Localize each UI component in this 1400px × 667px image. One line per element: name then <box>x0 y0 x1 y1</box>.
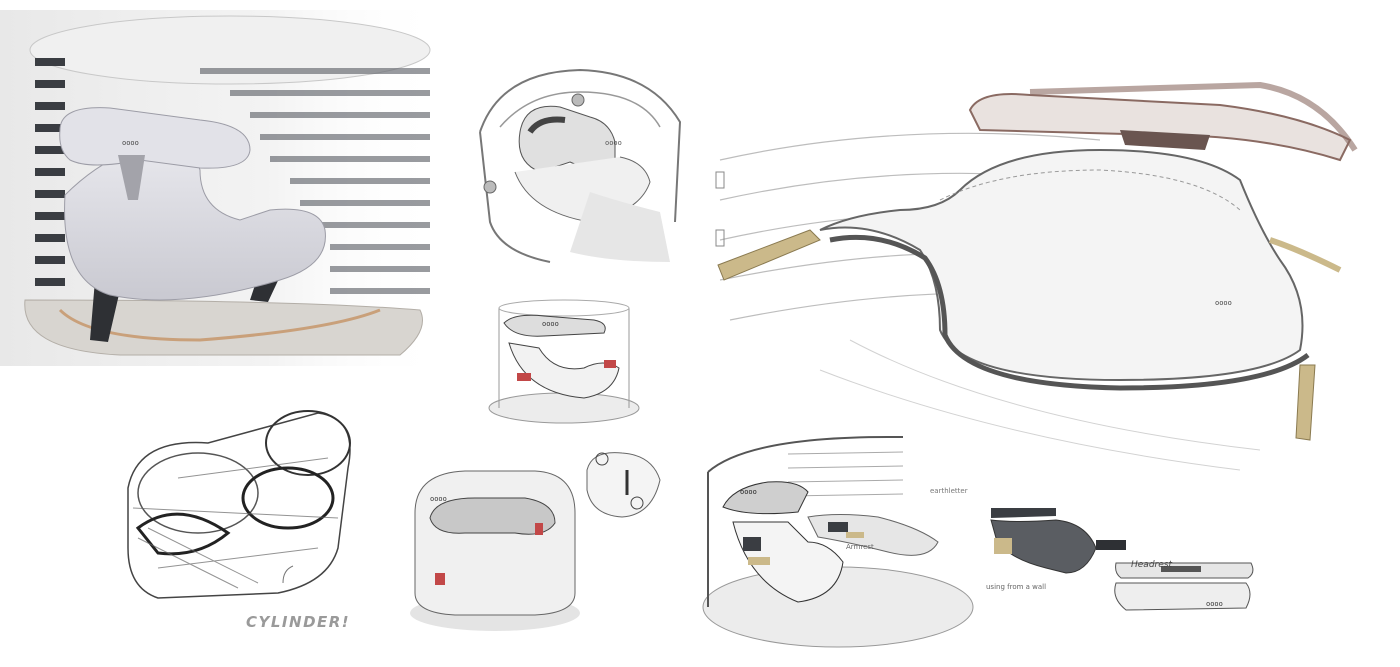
tub-logo: oooo <box>430 495 447 503</box>
headrest-detail-sketch: oooo <box>986 498 1258 628</box>
small-seat-drawing: oooo <box>488 299 640 424</box>
tub-seat-drawing: oooo <box>410 470 580 631</box>
top-view-seat-sketch <box>582 445 664 523</box>
cylinder-interior-sketch: oooo <box>688 432 978 657</box>
earthletter-annotation: earthletter <box>930 487 968 495</box>
cylinder-scribble-sketch <box>118 398 358 608</box>
seat-logo: oooo <box>122 139 139 147</box>
cylinder-seat-drawing: oooo <box>479 68 682 263</box>
interior-logo: oooo <box>740 488 757 496</box>
seat-shell-drawing: oooo <box>715 81 1358 471</box>
sketch-top-logo: oooo <box>605 139 622 147</box>
cylinder-seat-sketch-small: oooo <box>484 298 654 428</box>
headrest-detail-drawing: oooo <box>990 508 1254 611</box>
rendered-seat-illustration: oooo <box>0 10 445 366</box>
cylinder-seat-sketch-top: oooo <box>470 62 690 277</box>
shell-logo: oooo <box>1215 299 1232 307</box>
wall-annotation: using from a wall <box>986 583 1047 591</box>
tub-seat-sketch: oooo <box>405 463 585 638</box>
rendered-seat-concept: oooo <box>0 10 445 366</box>
armrest-annotation: Armrest <box>846 543 874 551</box>
top-view-seat-drawing <box>586 452 661 518</box>
headrest-logo: oooo <box>1206 600 1223 608</box>
cylinder-annotation: CYLINDER! <box>246 613 351 631</box>
cylinder-interior-drawing: oooo <box>702 436 974 648</box>
seat-shell-perspective-sketch: oooo <box>700 80 1390 480</box>
small-sketch-logo: oooo <box>542 320 559 328</box>
cylinder-scribble-drawing <box>127 410 351 599</box>
headrest-annotation: Headrest <box>1131 560 1172 570</box>
